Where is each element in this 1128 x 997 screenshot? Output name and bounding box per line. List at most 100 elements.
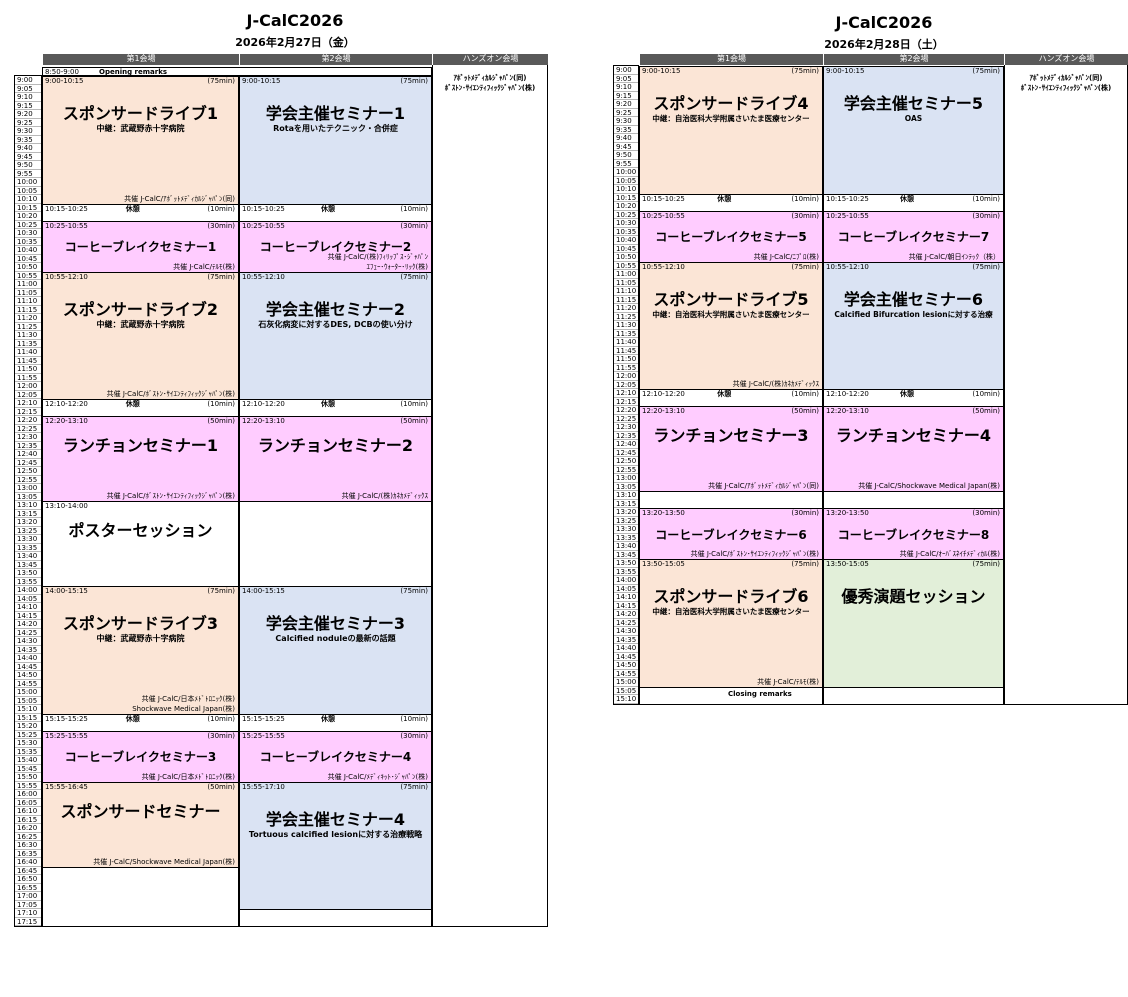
session-time: 12:10-12:20 <box>642 390 685 398</box>
session-duration: (10min) <box>400 400 428 408</box>
session-time: 15:55-17:10 <box>242 782 285 791</box>
session-subtitle: 中継：自治医科大学附属さいたま医療センター <box>652 309 810 319</box>
time-label: 14:45 <box>614 652 638 661</box>
break-slot: 10:15-10:25(10min)休憩 <box>823 193 1004 212</box>
time-label: 16:40 <box>15 858 41 867</box>
time-label: 14:30 <box>15 637 41 646</box>
time-label: 16:00 <box>15 790 41 799</box>
venue-header: 第1会場 <box>42 54 239 65</box>
time-label: 9:20 <box>614 100 638 109</box>
cosponsor-text: 共催 J-CalC/ﾒﾃﾞｨｷｯﾄ･ｼﾞｬﾊﾟﾝ(株) <box>327 772 428 781</box>
time-label: 11:35 <box>15 340 41 348</box>
time-label: 13:05 <box>15 493 41 501</box>
session-duration: (75min) <box>207 587 235 595</box>
time-label: 12:10 <box>15 399 41 408</box>
session-time: 12:20-13:10 <box>826 407 869 415</box>
time-label: 12:20 <box>15 416 41 425</box>
time-label: 13:00 <box>15 484 41 493</box>
session-duration: (10min) <box>207 714 235 723</box>
time-label: 14:40 <box>15 654 41 663</box>
session-time: 13:20-13:50 <box>826 509 869 517</box>
time-label: 14:35 <box>15 646 41 654</box>
session-time: 15:15-15:25 <box>242 714 285 723</box>
time-label: 10:35 <box>614 227 638 236</box>
time-label: 9:05 <box>614 75 638 83</box>
time-label: 12:55 <box>614 465 638 474</box>
time-label: 13:15 <box>15 510 41 518</box>
session-duration: (75min) <box>400 587 428 595</box>
session-title: スポンサードセミナー <box>60 801 221 821</box>
session-subtitle: Calcified Bifurcation lesionに対する治療 <box>834 309 993 319</box>
session-time: 13:50-15:05 <box>826 560 869 568</box>
time-label: 12:25 <box>15 425 41 433</box>
time-label: 15:05 <box>15 697 41 705</box>
time-label: 12:15 <box>15 408 41 416</box>
time-label: 10:50 <box>614 253 638 262</box>
time-label: 13:45 <box>614 550 638 559</box>
time-label: 9:40 <box>15 144 41 153</box>
session-duration: (30min) <box>207 221 235 230</box>
session-subtitle: 中継：武蔵野赤十字病院 <box>96 124 185 134</box>
hands-on-sponsor: ﾎﾞｽﾄﾝ･ｻｲｴﾝﾃｨﾌｨｯｸｼﾞｬﾊﾟﾝ(株) <box>1020 84 1112 92</box>
time-label: 9:45 <box>15 153 41 161</box>
time-label: 10:45 <box>15 255 41 263</box>
session-block[interactable] <box>239 501 432 587</box>
session-duration: (10min) <box>791 390 819 398</box>
schedule-title: J-CalC2026 <box>246 11 344 30</box>
cosponsor-text: 共催 J-CalC/Shockwave Medical Japan(株) <box>858 482 1000 490</box>
time-label: 16:20 <box>15 824 41 833</box>
session-block[interactable]: 15:55-16:45(50min)スポンサードセミナー共催 J-CalC/Sh… <box>42 781 239 868</box>
time-label: 15:50 <box>15 773 41 782</box>
session-time: 10:25-10:55 <box>642 211 685 220</box>
session-time: 12:10-12:20 <box>826 390 869 398</box>
session-title: 学会主催セミナー5 <box>843 94 984 114</box>
session-time: 10:25-10:55 <box>826 211 869 220</box>
time-label: 13:05 <box>614 482 638 491</box>
session-time: 10:25-10:55 <box>45 221 88 230</box>
time-label: 15:20 <box>15 722 41 731</box>
session-duration: (30min) <box>791 211 819 220</box>
session-block[interactable]: 13:50-15:05(75min)優秀演題セッション <box>823 559 1004 688</box>
session-time: 10:25-10:55 <box>242 221 285 230</box>
time-label: 9:15 <box>614 92 638 100</box>
break-label: 休憩 <box>321 400 336 408</box>
time-label: 10:25 <box>15 221 41 229</box>
break-label: 休憩 <box>125 400 140 408</box>
time-label: 10:35 <box>15 238 41 246</box>
time-label: 16:45 <box>15 867 41 875</box>
time-label: 12:40 <box>614 440 638 449</box>
cosponsor-text: 共催 J-CalC/朝日ｲﾝﾃｯｸ（株） <box>908 252 1000 261</box>
session-duration: (75min) <box>400 272 428 281</box>
time-label: 12:45 <box>15 459 41 467</box>
session-duration: (50min) <box>207 782 235 791</box>
time-label: 11:05 <box>614 278 638 287</box>
time-label: 11:45 <box>15 357 41 365</box>
time-label: 17:15 <box>15 918 41 926</box>
time-label: 13:20 <box>614 508 638 517</box>
